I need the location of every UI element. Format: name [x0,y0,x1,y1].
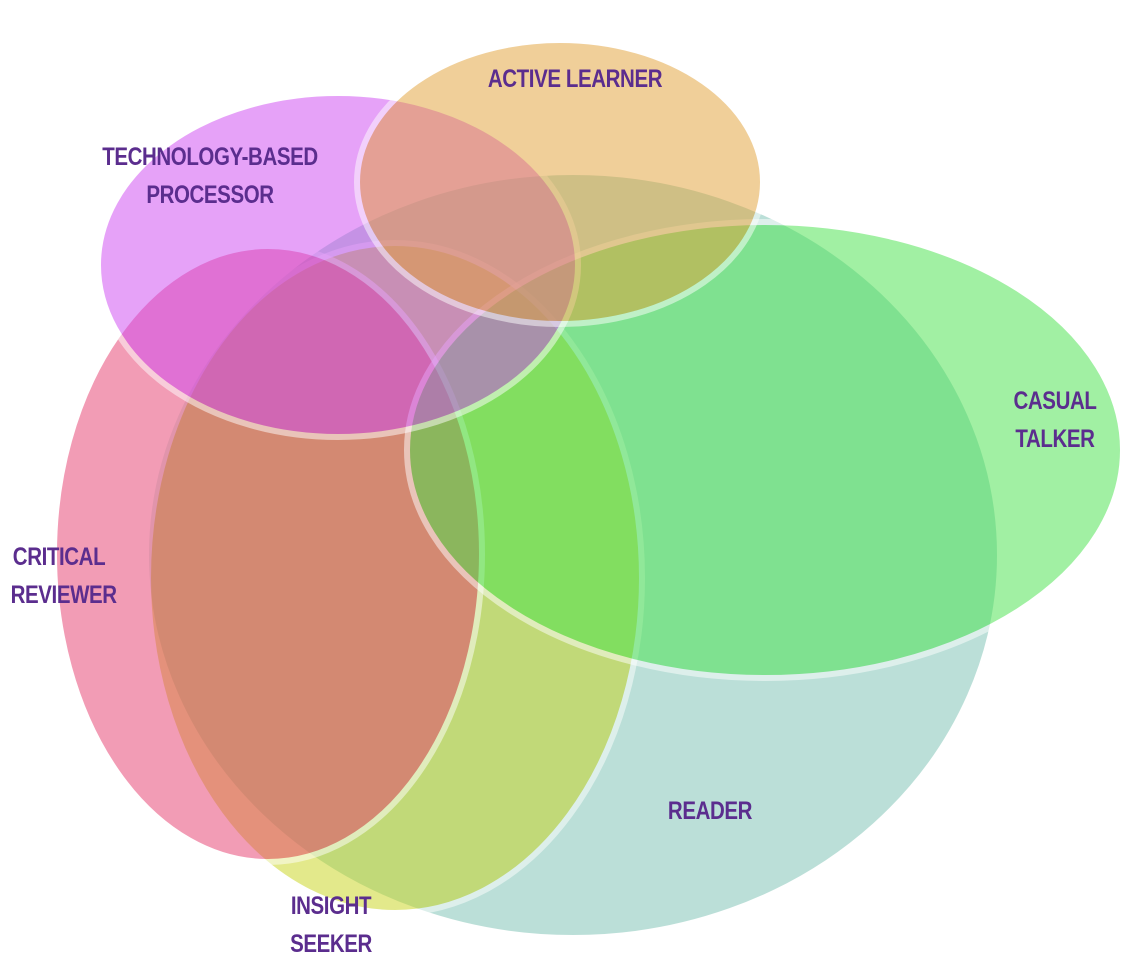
active-learner-label-line: ACTIVE LEARNER [487,65,663,93]
technology-based-processor-label-line-2: PROCESSOR [146,181,274,209]
insight-seeker-label: INSIGHT SEEKER [278,887,385,958]
casual-talker-region [404,219,1125,681]
insight-seeker-label-line-2: SEEKER [290,930,372,958]
technology-based-processor-label: TECHNOLOGY-BASED PROCESSOR [87,138,333,214]
critical-reviewer-label-line-1: CRITICAL [12,543,106,571]
active-learner-label: ACTIVE LEARNER [477,60,674,98]
critical-reviewer-label: CRITICAL REVIEWER [10,538,117,614]
casual-talker-label-line-1: CASUAL [1013,387,1097,415]
reader-label-line: READER [667,797,753,825]
casual-talker-label-line-2: TALKER [1015,425,1095,453]
casual-talker-label: CASUAL TALKER [998,382,1113,458]
technology-based-processor-label-line-1: TECHNOLOGY-BASED [102,143,318,171]
reader-label: READER [653,792,768,830]
critical-reviewer-label-line-2: REVIEWER [10,581,117,609]
active-learner-region [354,37,766,327]
insight-seeker-label-line-1: INSIGHT [290,892,372,920]
